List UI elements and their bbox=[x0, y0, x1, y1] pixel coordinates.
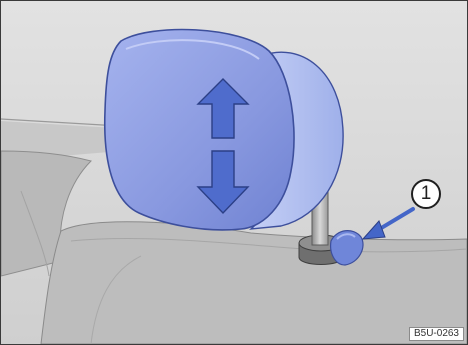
figure-code: B5U-0263 bbox=[409, 327, 464, 341]
headrest-front bbox=[105, 30, 294, 230]
callout-1: 1 bbox=[411, 179, 441, 209]
seat-backrest bbox=[41, 222, 467, 344]
